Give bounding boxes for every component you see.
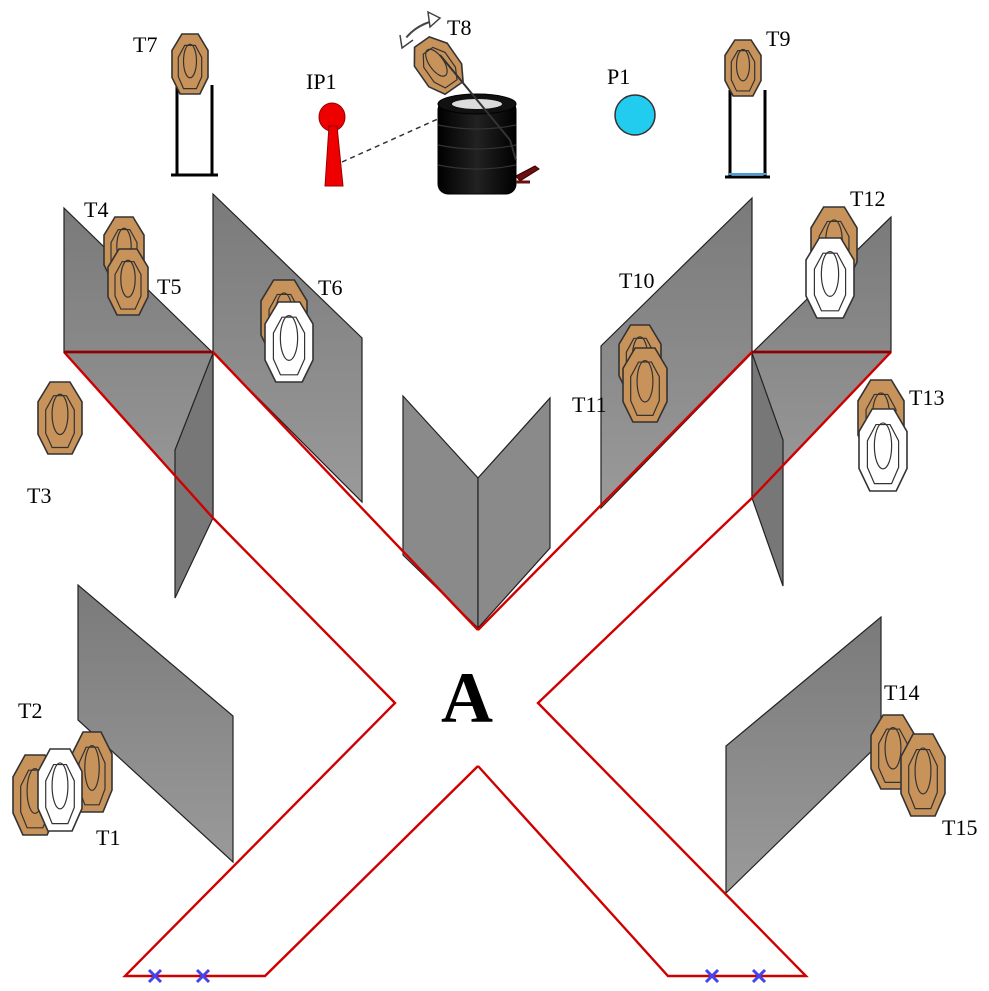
target-t11-icon — [622, 347, 668, 423]
fault-line-top-right-diag — [477, 351, 892, 978]
label-t10: T10 — [619, 268, 654, 293]
label-t14: T14 — [884, 680, 919, 705]
label-t5: T5 — [157, 274, 181, 299]
label-t7: T7 — [133, 32, 157, 57]
target-t2-icon — [37, 748, 83, 832]
label-p1: P1 — [607, 64, 630, 89]
target-t7-icon — [171, 33, 209, 95]
wall-center-left — [402, 394, 479, 630]
label-t4: T4 — [84, 197, 108, 222]
target-t3-icon — [37, 381, 83, 455]
swinger-drum — [437, 54, 540, 195]
target-t5-icon — [107, 248, 149, 316]
target-stand-t9 — [725, 90, 770, 179]
label-t1: T1 — [96, 825, 120, 850]
wall-bottom-right — [725, 615, 882, 895]
label-ip1: IP1 — [306, 69, 337, 94]
label-t13: T13 — [909, 385, 944, 410]
labels: T7 IP1 T8 P1 T9 T4 T5 T6 T3 T10 T11 T12 … — [18, 15, 977, 850]
start-marker-3 — [704, 968, 720, 984]
fault-lines — [63, 350, 892, 978]
wall-top-right-inner — [751, 352, 784, 587]
target-t13-icon — [858, 408, 908, 492]
popper-p1-icon — [614, 94, 656, 136]
label-t8: T8 — [447, 15, 471, 40]
label-t6: T6 — [318, 275, 342, 300]
target-t12-icon — [805, 237, 855, 319]
activator-post-icon — [324, 125, 344, 187]
start-marker-4 — [751, 968, 767, 984]
activator-ip1 — [318, 102, 441, 187]
label-t3: T3 — [27, 483, 51, 508]
start-marker-1 — [147, 968, 163, 984]
target-t8-icon — [413, 36, 464, 96]
walls — [63, 192, 892, 895]
label-t12: T12 — [850, 186, 885, 211]
label-t9: T9 — [766, 26, 790, 51]
target-t15-icon — [900, 733, 946, 817]
fault-line-top-left-diag — [63, 351, 479, 978]
start-markers — [147, 968, 767, 984]
target-t9-icon — [724, 39, 762, 97]
wall-top-left-inner — [174, 352, 214, 599]
targets-layer — [12, 33, 946, 836]
stage-label: A — [441, 658, 493, 738]
wall-bottom-left — [77, 583, 234, 864]
label-t2: T2 — [18, 698, 42, 723]
label-t11: T11 — [572, 392, 607, 417]
target-t6-icon — [264, 301, 314, 383]
swing-arrow-icon — [399, 10, 442, 50]
start-marker-2 — [195, 968, 211, 984]
wall-center-right — [477, 396, 551, 630]
target-stand-t7 — [171, 85, 218, 177]
label-t15: T15 — [942, 815, 977, 840]
